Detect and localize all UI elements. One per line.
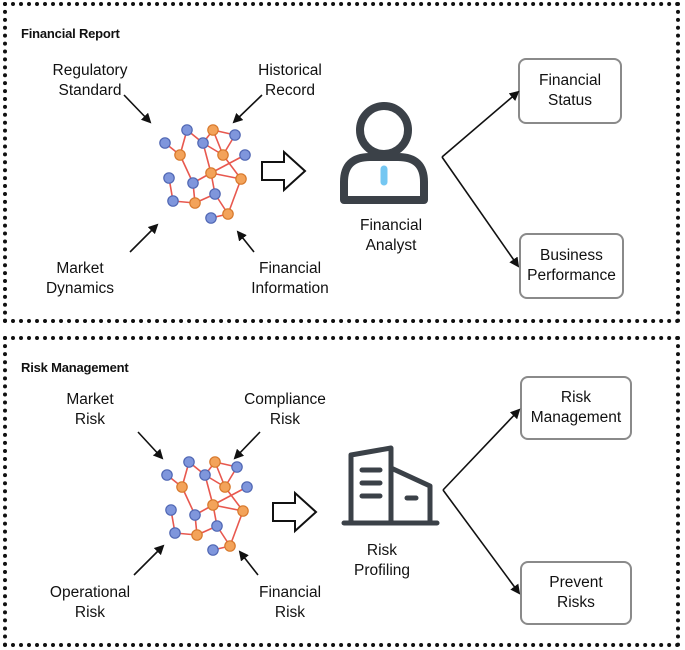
network-node (165, 504, 177, 516)
network-node (191, 529, 203, 541)
output-box-business-performance: Business Performance (519, 233, 624, 299)
building-icon (341, 445, 440, 526)
network-node (241, 481, 253, 493)
network-node (219, 481, 231, 493)
arrow-icon (441, 156, 520, 268)
network-node (235, 173, 247, 185)
network-edge (229, 510, 244, 547)
input-label-market-risk: Market Risk (66, 391, 114, 428)
arrow-icon (123, 94, 152, 124)
input-label-compliance-risk: Compliance Risk (244, 391, 326, 428)
network-node (239, 149, 251, 161)
network-node (181, 124, 193, 136)
input-label-operational-risk: Operational Risk (49, 584, 131, 621)
network-node (217, 149, 229, 161)
financial-report-panel: Financial Report (3, 2, 680, 323)
network-node (207, 544, 219, 556)
data-network-icon (159, 124, 251, 224)
panel-title: Financial Report (21, 26, 120, 41)
center-label-financial-analyst: Financial Analyst (359, 217, 423, 254)
network-node (163, 172, 175, 184)
arrow-icon (238, 550, 259, 576)
input-label-financial-information: Financial Information (251, 260, 329, 297)
input-label-financial-risk: Financial Risk (258, 584, 322, 621)
arrow-icon (133, 544, 165, 576)
network-node (211, 520, 223, 532)
arrow-icon (441, 90, 520, 158)
network-node (209, 188, 221, 200)
network-node (231, 461, 243, 473)
network-node (197, 137, 209, 149)
network-node (161, 469, 173, 481)
network-node (176, 481, 188, 493)
network-node (237, 505, 249, 517)
output-box-prevent-risks: Prevent Risks (520, 561, 632, 625)
arrow-icon (442, 489, 521, 595)
arrow-icon (236, 230, 255, 253)
output-box-financial-status: Financial Status (518, 58, 622, 124)
network-edge (210, 154, 246, 174)
arrow-icon (233, 431, 261, 460)
network-node (199, 469, 211, 481)
flow-arrow-icon (272, 490, 318, 534)
output-box-risk-management: Risk Management (520, 376, 632, 440)
network-node (207, 124, 219, 136)
network-node (205, 212, 217, 224)
network-node (167, 195, 179, 207)
network-node (224, 540, 236, 552)
network-node (189, 197, 201, 209)
risk-management-panel: Risk Management (3, 336, 680, 647)
arrow-icon (232, 94, 263, 124)
data-network-icon (161, 456, 253, 556)
network-node (229, 129, 241, 141)
panel-title: Risk Management (21, 360, 129, 375)
network-node (183, 456, 195, 468)
arrow-icon (129, 223, 159, 253)
network-node (169, 527, 181, 539)
network-edge (227, 178, 242, 215)
network-node (222, 208, 234, 220)
network-edge (212, 486, 248, 506)
input-label-historical-record: Historical Record (258, 62, 322, 99)
network-node (159, 137, 171, 149)
network-node (174, 149, 186, 161)
input-label-market-dynamics: Market Dynamics (45, 260, 115, 297)
person-icon (340, 102, 428, 204)
arrow-icon (137, 431, 164, 460)
network-node (189, 509, 201, 521)
network-node (207, 499, 219, 511)
network-node (205, 167, 217, 179)
input-label-regulatory-standard: Regulatory Standard (52, 62, 128, 99)
network-node (187, 177, 199, 189)
center-label-risk-profiling: Risk Profiling (354, 542, 410, 579)
arrow-icon (442, 408, 521, 491)
flow-arrow-icon (261, 149, 307, 193)
network-node (209, 456, 221, 468)
